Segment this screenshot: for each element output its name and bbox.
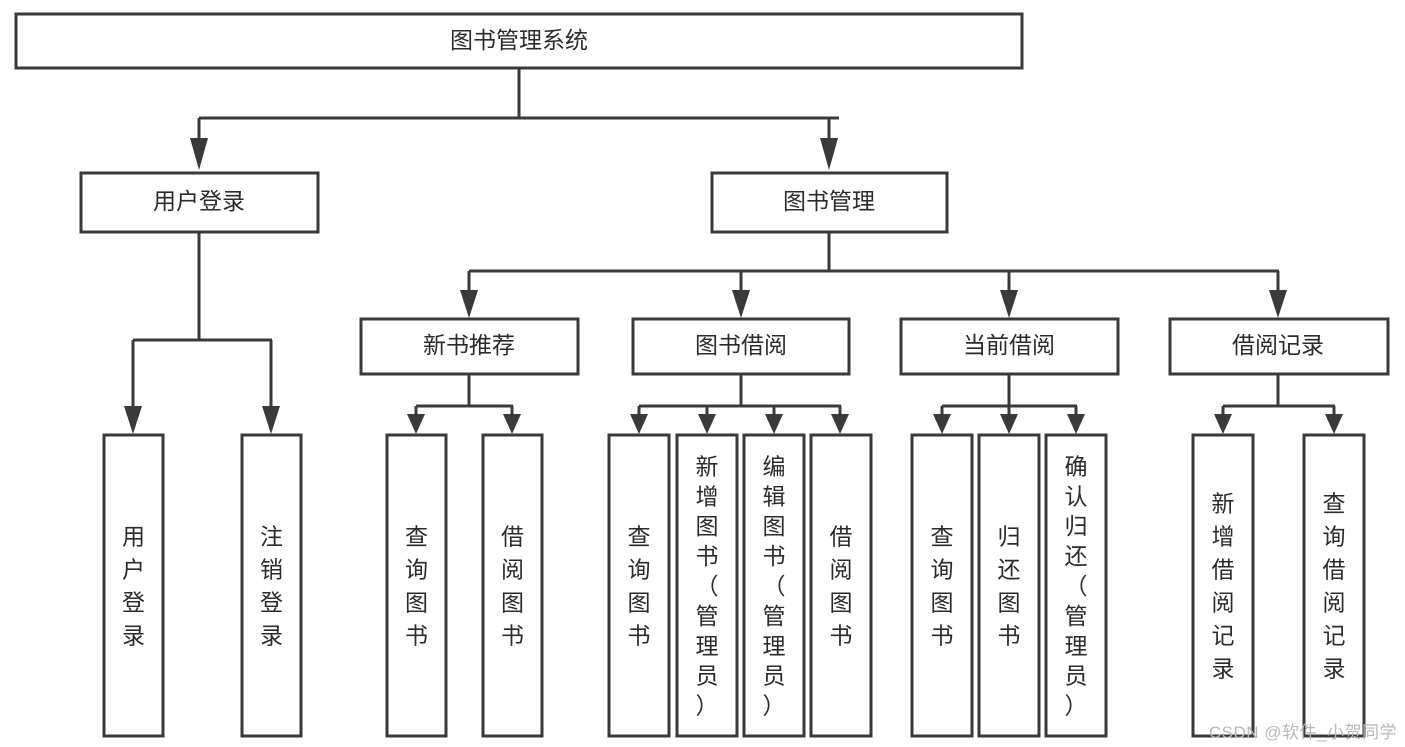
node-borrow[interactable]: 图书借阅 [631,317,851,376]
node-root-label: 图书管理系统 [450,27,588,53]
node-leaf-user-login-box[interactable] [102,433,165,738]
node-records[interactable]: 借阅记录 [1168,317,1390,376]
node-leaf-confirm-return[interactable]: 确认归还（管理员） [1044,433,1108,738]
node-leaf-confirm-return-label: 确认归还（管理员） [1065,453,1088,718]
node-leaf-edit-book-box[interactable] [742,433,806,738]
node-current-label: 当前借阅 [963,332,1055,358]
arrow-head-leaf-return-book [1000,414,1018,434]
node-login[interactable]: 用户登录 [79,171,320,234]
arrow-head-bookmgmt [820,138,838,170]
arrow-head-leaf-query-record [1325,414,1343,434]
node-leaf-return-book-box[interactable] [977,433,1041,738]
node-login-box[interactable] [79,171,320,234]
node-leaf-user-login[interactable]: 用户登录 [102,433,165,738]
node-leaf-borrow-book-2-box[interactable] [809,433,873,738]
arrow-head-leaf-add-record [1214,414,1232,434]
node-leaf-add-record-label: 新增借阅记录 [1212,491,1235,682]
arrow-head-borrow [732,290,750,318]
node-leaf-query-book-3[interactable]: 查询图书 [910,433,974,738]
arrow-head-leaf-edit-book [765,414,783,434]
node-root[interactable]: 图书管理系统 [14,12,1024,70]
node-leaf-query-book-1-box[interactable] [385,433,448,738]
arrow-head-newbook [460,290,478,318]
node-leaf-borrow-book-2[interactable]: 借阅图书 [809,433,873,738]
arrow-head-leaf-query-book-3 [933,414,951,434]
connector-group-borrow-to-leaves [630,375,849,434]
node-newbook[interactable]: 新书推荐 [359,317,580,376]
node-root-box[interactable] [14,12,1024,70]
node-records-label: 借阅记录 [1232,332,1324,358]
node-leaf-user-logout-box[interactable] [240,433,303,738]
node-borrow-box[interactable] [631,317,851,376]
arrow-head-leaf-query-book-2 [630,414,648,434]
connector-group-bookmgmt-to-level3 [460,232,1287,318]
node-leaf-user-logout-label: 注销登录 [260,524,283,649]
node-leaf-add-book-label: 新增图书（管理员） [696,453,719,718]
node-newbook-box[interactable] [359,317,580,376]
arrow-head-records [1269,290,1287,318]
node-leaf-query-book-3-box[interactable] [910,433,974,738]
node-current[interactable]: 当前借阅 [899,317,1120,376]
arrow-head-leaf-query-book-1 [407,414,425,434]
node-leaf-query-book-2[interactable]: 查询图书 [607,433,671,738]
node-leaf-borrow-book-1[interactable]: 借阅图书 [481,433,544,738]
connector-group-current-to-leaves [933,375,1085,434]
node-records-box[interactable] [1168,317,1390,376]
node-leaf-add-record[interactable]: 新增借阅记录 [1191,433,1255,738]
node-leaf-borrow-book-2-label: 借阅图书 [830,524,853,649]
node-leaf-add-record-box[interactable] [1191,433,1255,738]
node-leaf-edit-book[interactable]: 编辑图书（管理员） [742,433,806,738]
node-login-label: 用户登录 [153,188,245,214]
node-leaf-query-book-1[interactable]: 查询图书 [385,433,448,738]
node-leaf-edit-book-label: 编辑图书（管理员） [763,453,786,718]
arrow-head-leaf-borrow-book-1 [503,414,521,434]
node-bookmgmt[interactable]: 图书管理 [710,171,949,234]
node-leaf-user-logout[interactable]: 注销登录 [240,433,303,738]
arrow-head-leaf-user-logout [262,406,280,434]
node-bookmgmt-box[interactable] [710,171,949,234]
arrow-head-login [190,138,208,170]
connector-group-root-to-level2 [190,68,839,170]
node-leaf-query-book-1-label: 查询图书 [405,524,428,649]
node-leaf-borrow-book-1-box[interactable] [481,433,544,738]
node-leaf-query-book-2-label: 查询图书 [628,524,651,649]
node-leaf-add-book-box[interactable] [675,433,739,738]
arrow-head-leaf-user-login [124,406,142,434]
arrow-head-leaf-borrow-book-2 [831,414,849,434]
node-leaf-borrow-book-1-label: 借阅图书 [501,524,524,649]
node-leaf-query-record-label: 查询借阅记录 [1323,491,1346,682]
node-leaf-user-login-label: 用户登录 [122,524,145,649]
arrow-head-leaf-confirm-return [1067,414,1085,434]
arrow-head-leaf-add-book [698,414,716,434]
node-newbook-label: 新书推荐 [423,332,515,358]
node-leaf-query-book-3-label: 查询图书 [931,524,954,649]
connector-group-newbook-to-leaves [407,375,521,434]
node-bookmgmt-label: 图书管理 [783,188,875,214]
node-borrow-label: 图书借阅 [695,332,787,358]
node-leaf-confirm-return-box[interactable] [1044,433,1108,738]
connector-group-login-to-leaves [124,232,280,434]
arrow-head-current [1000,290,1018,318]
node-leaf-query-record-box[interactable] [1302,433,1366,738]
node-leaf-add-book[interactable]: 新增图书（管理员） [675,433,739,738]
node-current-box[interactable] [899,317,1120,376]
node-leaf-return-book-label: 归还图书 [998,524,1021,649]
connector-group-records-to-leaves [1214,375,1343,434]
node-leaf-query-book-2-box[interactable] [607,433,671,738]
node-leaf-return-book[interactable]: 归还图书 [977,433,1041,738]
node-leaf-query-record[interactable]: 查询借阅记录 [1302,433,1366,738]
